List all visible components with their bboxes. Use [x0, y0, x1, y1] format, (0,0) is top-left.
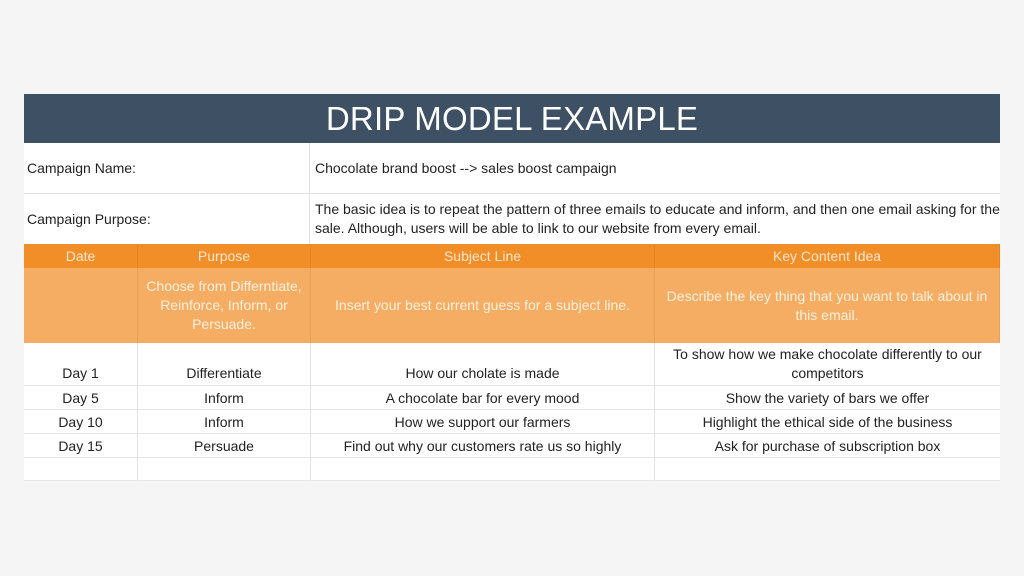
cell-date[interactable]: Day 5 — [24, 386, 138, 410]
table-row: Day 1 Differentiate How our cholate is m… — [24, 343, 1000, 386]
cell-purpose[interactable]: Differentiate — [138, 343, 311, 386]
instruction-date — [24, 268, 138, 343]
table-row: Day 15 Persuade Find out why our custome… — [24, 434, 1000, 458]
campaign-purpose-value[interactable]: The basic idea is to repeat the pattern … — [315, 201, 1000, 236]
header-subject-line: Subject Line — [311, 244, 655, 268]
cell-key-content[interactable]: Show the variety of bars we offer — [655, 386, 1000, 410]
campaign-purpose-row: Campaign Purpose: The basic idea is to r… — [24, 194, 1000, 244]
table-row: Day 10 Inform How we support our farmers… — [24, 410, 1000, 434]
cell-subject-line[interactable]: How we support our farmers — [311, 410, 655, 434]
instruction-subject-line: Insert your best current guess for a sub… — [311, 268, 655, 343]
cell-key-content[interactable]: To show how we make chocolate differentl… — [655, 343, 1000, 386]
header-date: Date — [24, 244, 138, 268]
instruction-key-content: Describe the key thing that you want to … — [655, 268, 1000, 343]
campaign-name-row: Campaign Name: Chocolate brand boost -->… — [24, 143, 1000, 194]
cell-purpose[interactable]: Inform — [138, 386, 311, 410]
cell-key-content[interactable]: Highlight the ethical side of the busine… — [655, 410, 1000, 434]
cell-date[interactable]: Day 15 — [24, 434, 138, 458]
cell-subject-line[interactable]: Find out why our customers rate us so hi… — [311, 434, 655, 458]
table-row: Day 5 Inform A chocolate bar for every m… — [24, 386, 1000, 410]
cell-subject-line[interactable]: How our cholate is made — [311, 343, 655, 386]
cell-date[interactable]: Day 10 — [24, 410, 138, 434]
cell-date[interactable]: Day 1 — [24, 343, 138, 386]
cell-subject-line[interactable]: A chocolate bar for every mood — [311, 386, 655, 410]
campaign-purpose-label: Campaign Purpose: — [24, 194, 310, 244]
cell-date[interactable] — [24, 458, 138, 481]
table-row-empty — [24, 458, 1000, 481]
campaign-name-label: Campaign Name: — [24, 143, 310, 193]
cell-subject-line[interactable] — [311, 458, 655, 481]
page-title: DRIP MODEL EXAMPLE — [24, 94, 1000, 143]
drip-model-sheet: DRIP MODEL EXAMPLE Campaign Name: Chocol… — [24, 94, 1000, 481]
cell-purpose[interactable] — [138, 458, 311, 481]
instruction-row: Choose from Differntiate, Reinforce, Inf… — [24, 268, 1000, 343]
cell-key-content[interactable]: Ask for purchase of subscription box — [655, 434, 1000, 458]
campaign-name-value[interactable]: Chocolate brand boost --> sales boost ca… — [315, 159, 617, 176]
header-key-content-idea: Key Content Idea — [655, 244, 1000, 268]
header-purpose: Purpose — [138, 244, 311, 268]
instruction-purpose: Choose from Differntiate, Reinforce, Inf… — [138, 268, 311, 343]
table-header-row: Date Purpose Subject Line Key Content Id… — [24, 244, 1000, 268]
cell-purpose[interactable]: Inform — [138, 410, 311, 434]
cell-key-content[interactable] — [655, 458, 1000, 481]
cell-purpose[interactable]: Persuade — [138, 434, 311, 458]
